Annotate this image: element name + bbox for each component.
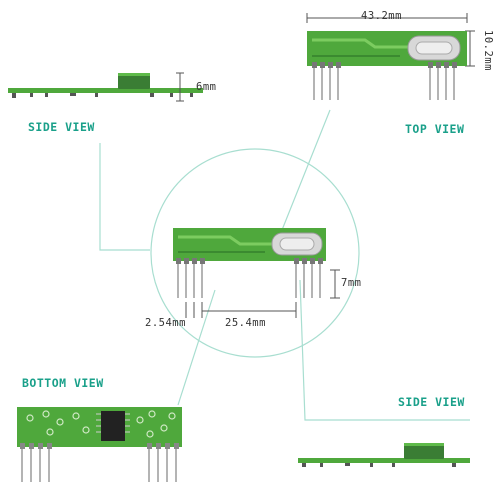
dim-pin-length: 7mm <box>341 277 362 289</box>
callout-lines <box>99 109 470 421</box>
dim-thickness: 6mm <box>196 81 217 93</box>
dim-height: 10.2mm <box>482 30 494 71</box>
center-module <box>173 228 340 318</box>
bottom-view-module <box>17 407 182 482</box>
magnifier-circle <box>150 148 360 358</box>
top-view-module <box>306 13 475 100</box>
dim-length: 43.2mm <box>361 10 402 22</box>
side-view-top-module <box>8 72 203 102</box>
callout-side-view-top <box>99 143 150 251</box>
label-bottom-view: BOTTOM VIEW <box>22 376 104 390</box>
label-side-view-bottom: SIDE VIEW <box>398 395 465 409</box>
callout-side-view-bottom <box>299 279 470 421</box>
side-view-bottom-module <box>298 443 470 467</box>
label-side-view-top: SIDE VIEW <box>28 120 95 134</box>
callout-bottom-view <box>177 289 216 406</box>
dim-pin-pitch: 2.54mm <box>145 317 186 329</box>
label-top-view: TOP VIEW <box>405 122 465 136</box>
dim-pin-span: 25.4mm <box>225 317 266 329</box>
